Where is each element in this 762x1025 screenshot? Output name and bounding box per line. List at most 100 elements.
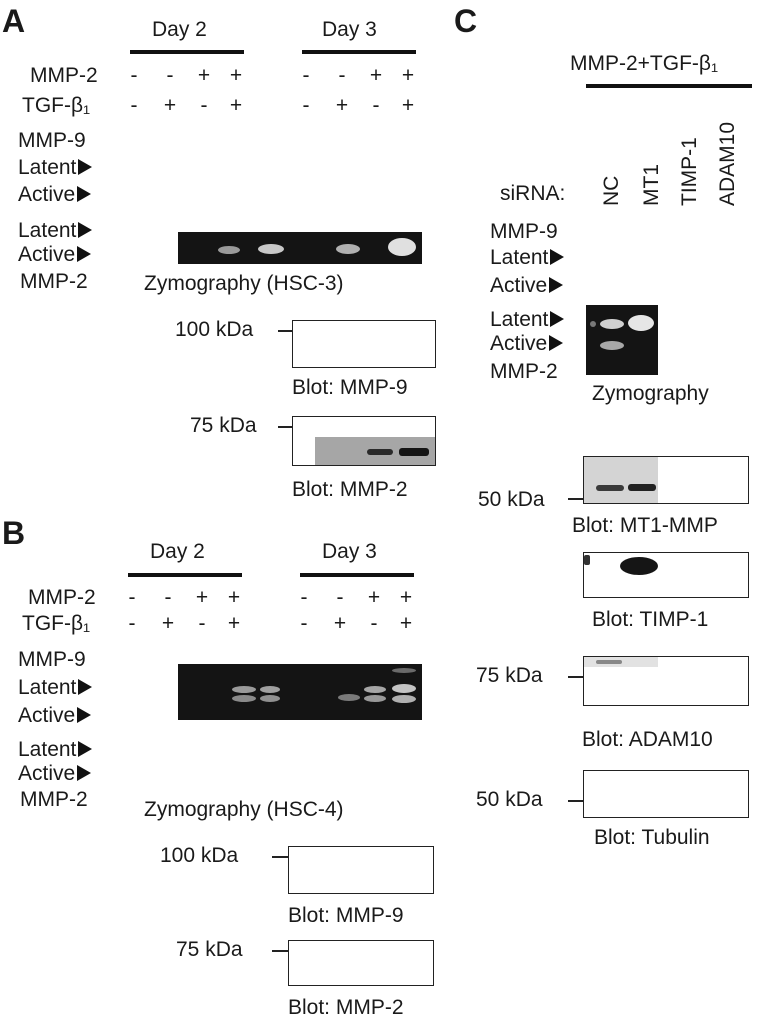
arrow-right-icon [78,679,93,695]
panel-a-tgf-sign: + [163,94,177,117]
panel-a-mmp2-sign: - [130,64,138,87]
panel-a-latent-text: Latent [18,156,77,179]
arrow-right-icon [549,335,564,351]
panel-b-mmp2-sign: + [399,586,413,609]
panel-c-lane-label: TIMP-1 [678,137,701,206]
panel-b-mmp2-sign: - [300,586,308,609]
arrow-right-icon [549,277,564,293]
panel-a-tgf-sign: - [372,94,380,117]
panel-b-zymography-caption: Zymography (HSC-4) [144,798,344,821]
gel-band [232,686,256,693]
gel-band [258,244,284,254]
panel-a-active2-label: Active [18,243,92,267]
panel-a-day2-rule [130,50,244,54]
panel-a-mmp2-sign: + [229,64,243,87]
arrow-right-icon [550,249,565,265]
panel-c-latent-label: Latent [490,246,565,270]
panel-a-mmp2-sign: - [302,64,310,87]
panel-b-mmp2-sign: - [336,586,344,609]
panel-b-active-label: Active [18,704,92,728]
panel-c-latent-text: Latent [490,246,549,269]
arrow-right-icon [77,186,92,202]
panel-b-tgf-sign: + [399,612,413,635]
gel-band [232,695,256,702]
panel-c-blot-tubulin-caption: Blot: Tubulin [594,826,710,849]
panel-a-tgf-sign: - [302,94,310,117]
gel-band [590,321,596,327]
panel-c-treatment-label: MMP-2+TGF-β₁ [570,52,719,75]
gel-band [260,695,280,702]
arrow-right-icon [77,707,92,723]
panel-b-blot-mmp2-caption: Blot: MMP-2 [288,996,404,1019]
panel-b-zymography-gel [178,664,422,720]
panel-b-tgf-sign: + [227,612,241,635]
panel-c-50kda-tick-a [568,498,588,500]
panel-b-active-text: Active [18,704,76,727]
panel-a-tgf-sign: + [401,94,415,117]
panel-a-mmp9-label: MMP-9 [18,129,86,152]
panel-b-active2-label: Active [18,762,92,786]
panel-b-letter: B [2,515,26,551]
panel-c-lane-label: MT1 [640,164,663,206]
panel-b-latent-label: Latent [18,676,93,700]
panel-a-mmp2-sign: + [369,64,383,87]
panel-a-active-text: Active [18,183,76,206]
panel-c-75kda-label: 75 kDa [476,664,543,687]
blot-band [399,448,429,456]
panel-a-blot-mmp9-caption: Blot: MMP-9 [292,376,408,399]
gel-band [628,315,654,331]
panel-c-lane-label: NC [600,175,623,206]
panel-a-blot-mmp2-caption: Blot: MMP-2 [292,478,408,501]
panel-c-mmp2-label: MMP-2 [490,360,558,383]
panel-b-tgf-sign: + [333,612,347,635]
gel-band [218,246,240,254]
panel-b-blot-mmp9-caption: Blot: MMP-9 [288,904,404,927]
panel-b-day3-rule [300,573,414,577]
panel-b-mmp2-sign: + [227,586,241,609]
panel-b-latent-text: Latent [18,676,77,699]
panel-b-tgf-sign: - [370,612,378,635]
gel-band [388,238,416,256]
panel-b-row-tgf: TGF-β₁ [22,612,91,635]
panel-c-50kda-label-b: 50 kDa [476,788,543,811]
panel-c-sirna-label: siRNA: [500,182,566,205]
panel-a-tgf-sign: + [229,94,243,117]
panel-a-mmp2-sign: - [166,64,174,87]
panel-c-letter: C [454,3,478,39]
panel-b-day3-label: Day 3 [322,540,377,563]
panel-a-latent2-text: Latent [18,219,77,242]
panel-a-blot-mmp2 [292,416,436,466]
gel-band [392,695,416,703]
panel-a-day2-label: Day 2 [152,18,207,41]
panel-c-latent2-label: Latent [490,308,565,332]
panel-c-blot-adam10-caption: Blot: ADAM10 [582,728,713,751]
gel-band [338,694,360,701]
panel-b-75kda-tick [272,950,302,952]
arrow-right-icon [550,311,565,327]
blot-band [596,660,622,664]
panel-c-latent2-text: Latent [490,308,549,331]
panel-c-blot-timp1-caption: Blot: TIMP-1 [592,608,709,631]
gel-band [336,244,360,254]
panel-c-blot-tubulin [583,770,749,818]
panel-c-blot-mt1-mmp [583,456,749,504]
panel-b-75kda-label: 75 kDa [176,938,243,961]
panel-b-active2-text: Active [18,762,76,785]
arrow-right-icon [77,246,92,262]
gel-band [600,319,624,329]
panel-a-active2-text: Active [18,243,76,266]
panel-b-mmp2-sign: + [367,586,381,609]
gel-band [364,695,386,702]
panel-b-mmp2-sign: + [195,586,209,609]
panel-a-mmp2-sign: + [401,64,415,87]
panel-a-day3-rule [302,50,416,54]
panel-b-tgf-sign: - [300,612,308,635]
panel-c-active2-label: Active [490,332,564,356]
panel-b-mmp9-label: MMP-9 [18,648,86,671]
panel-b-mmp2-label: MMP-2 [20,788,88,811]
blot-band [628,484,656,491]
blot-band [367,449,393,455]
blot-band [596,485,624,491]
panel-b-blot-mmp9 [288,846,434,894]
arrow-right-icon [77,765,92,781]
